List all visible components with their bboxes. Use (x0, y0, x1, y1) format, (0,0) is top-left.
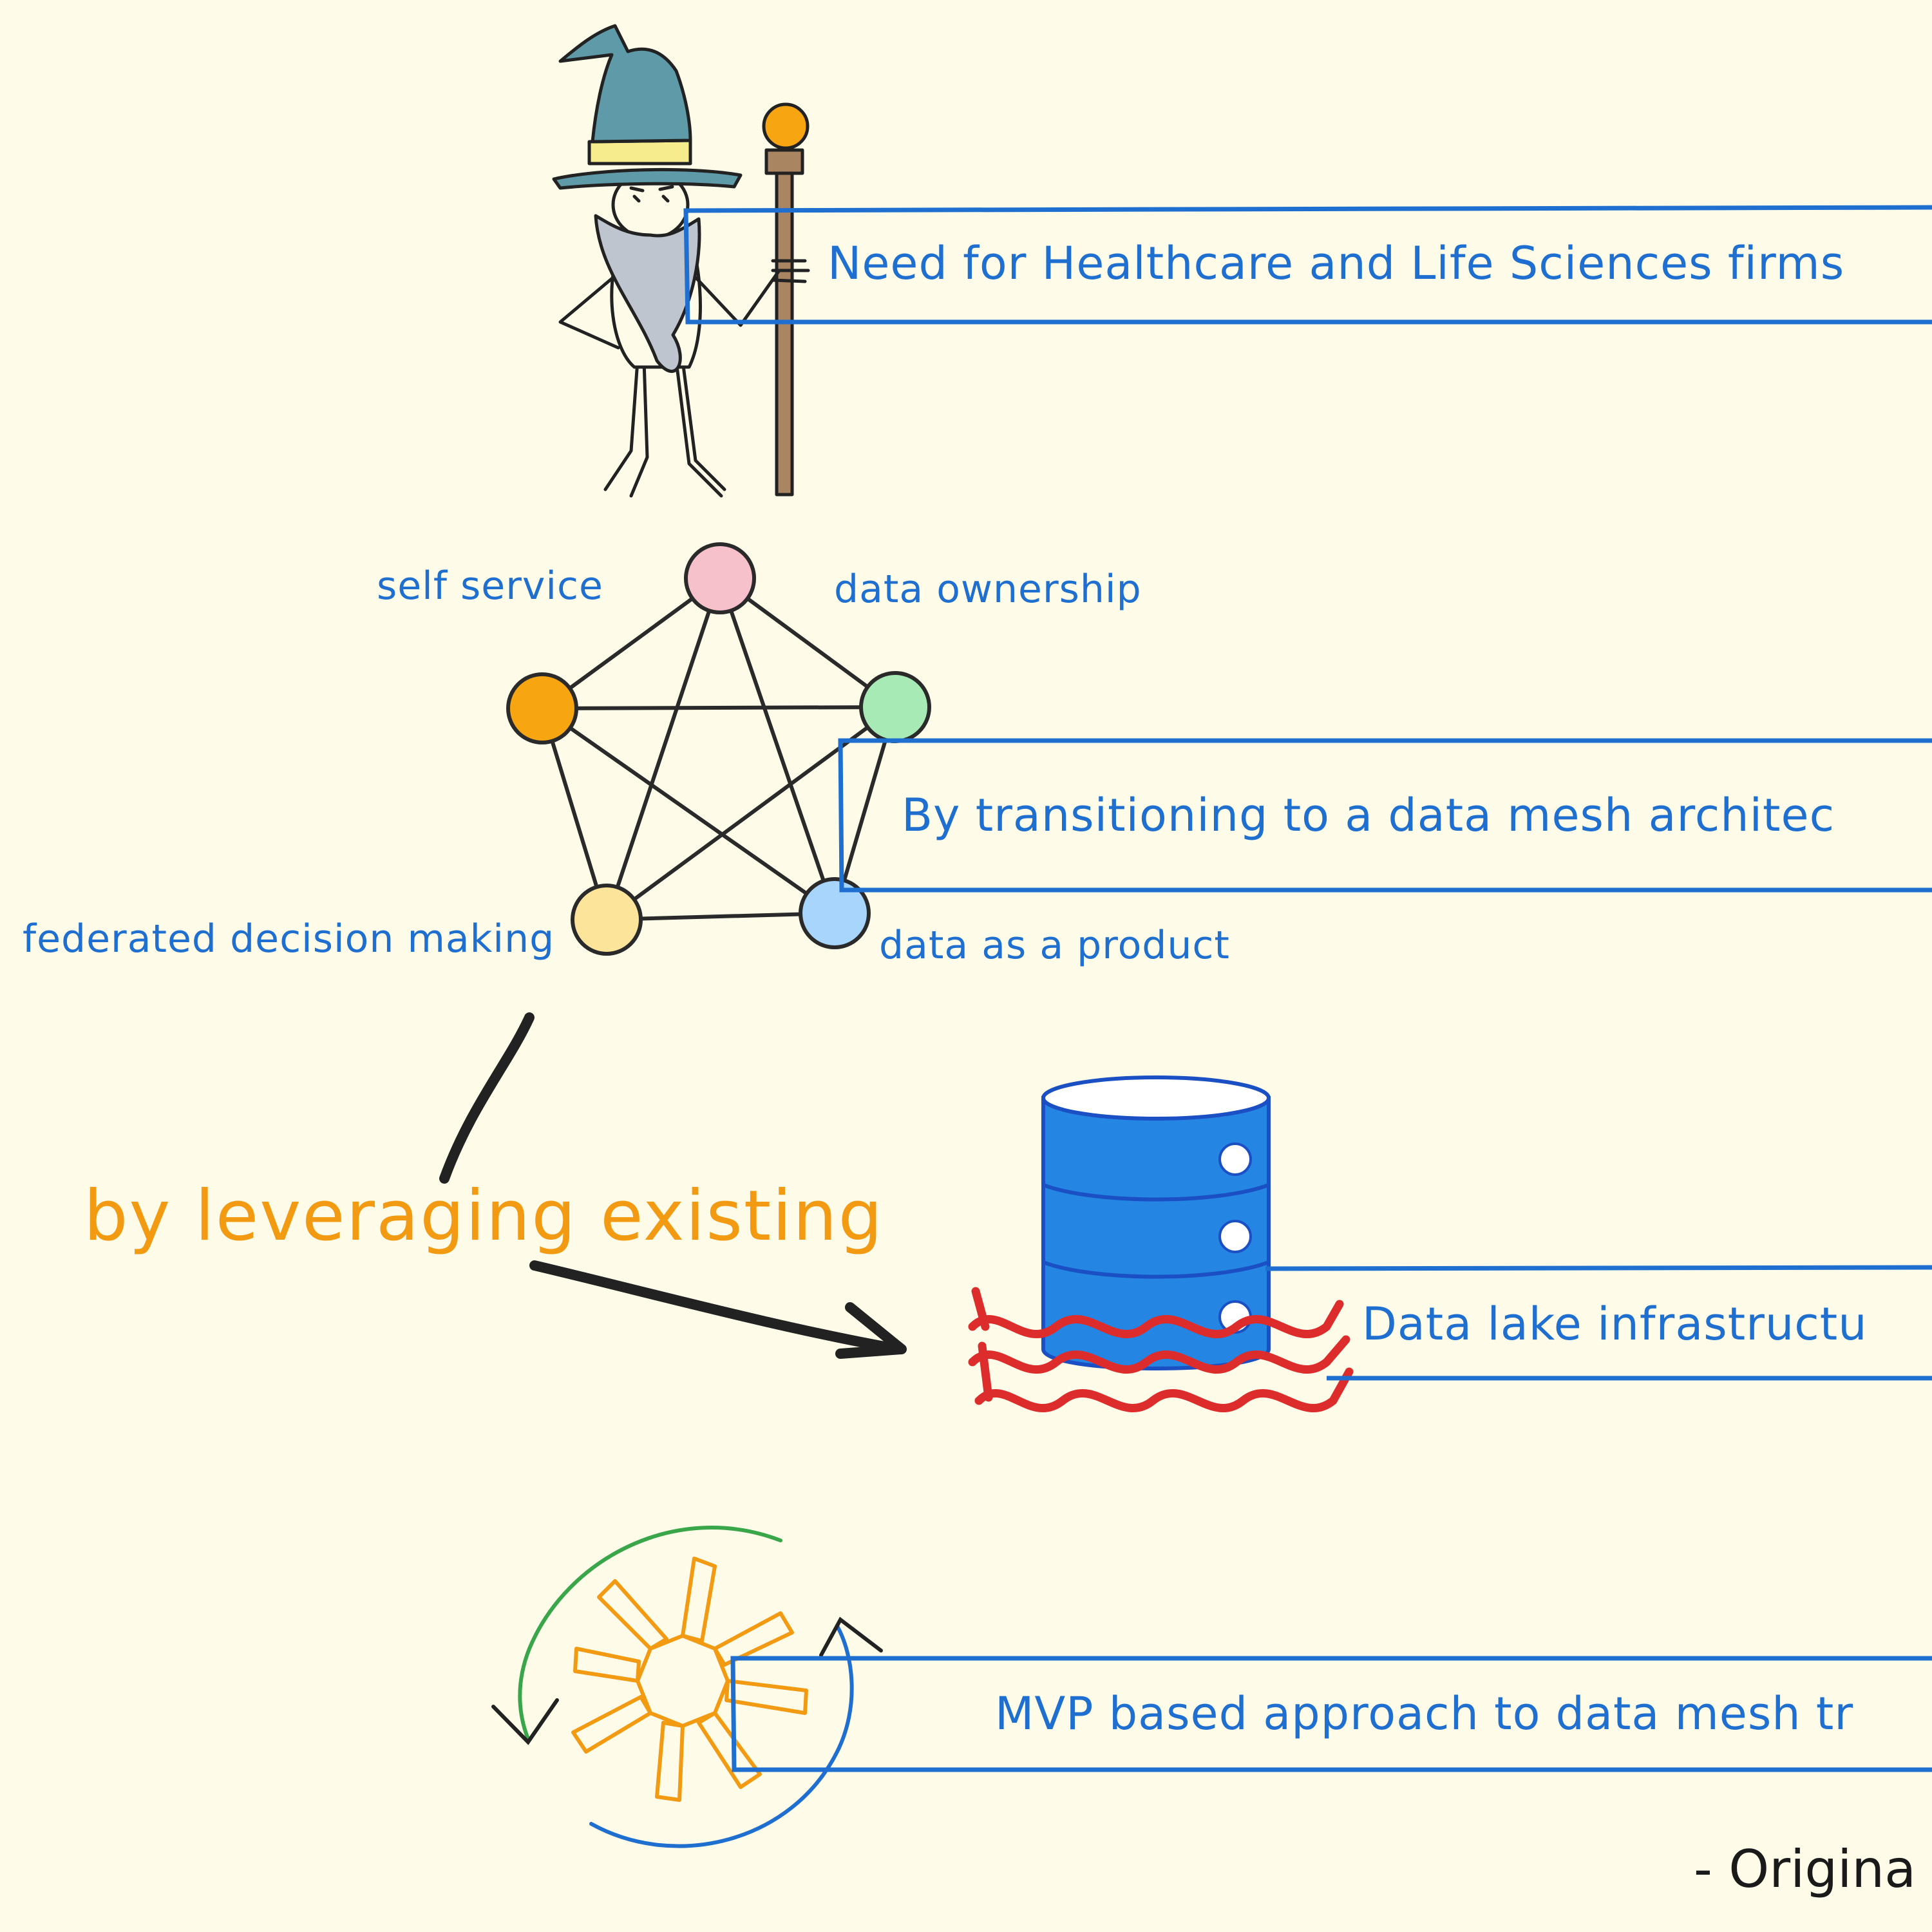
cycle-arc-blue (589, 1624, 854, 1848)
mesh-node-left (506, 672, 578, 744)
mesh-edges (540, 576, 897, 922)
database-ring (1042, 1260, 1270, 1279)
callout-need-frame (683, 205, 1932, 325)
sprocket-blade (681, 1557, 717, 1643)
wizard-arm-right (687, 269, 781, 327)
mesh-node-top (684, 542, 756, 614)
wizard-hat-brim (552, 167, 743, 190)
wizard-legs (603, 359, 726, 498)
wizard-hat-band (587, 138, 692, 166)
credit-text: - Origina (1694, 1839, 1916, 1899)
callout-datalake: Data lake infrastructu (1265, 1265, 1932, 1381)
sprocket-icon (571, 1557, 808, 1802)
sprocket-blade (597, 1579, 668, 1651)
mesh-edge (540, 706, 837, 915)
callout-datalake-text: Data lake infrastructu (1362, 1298, 1868, 1350)
sprocket-blade (724, 1679, 808, 1715)
sprocket-blade (655, 1721, 685, 1802)
database-ring (1042, 1183, 1270, 1202)
wizard-arm-left (558, 269, 623, 350)
sprocket-blade (571, 1695, 652, 1754)
sprocket-blade (713, 1611, 794, 1667)
sprocket-blade (697, 1711, 762, 1789)
leverage-label: by leveraging existing (84, 1176, 884, 1256)
callout-need-text: Need for Healthcare and Life Sciences fi… (828, 237, 1844, 290)
wizard-beard (594, 214, 701, 373)
mesh-node-bottom-left (571, 884, 643, 956)
database-light (1218, 1142, 1252, 1176)
staff-cap (764, 148, 804, 175)
staff-pole (775, 164, 794, 497)
data-mesh-diagram: self service data ownership federated de… (23, 542, 1230, 968)
mvp-cycle-icon (491, 1526, 883, 1848)
database-light (1218, 1220, 1252, 1253)
arrow-head-icon (835, 1302, 907, 1359)
database-top (1041, 1075, 1271, 1121)
callout-mvp-frame (730, 1656, 1932, 1772)
arrow-to-datalake (529, 1260, 904, 1354)
callout-mvp: MVP based approach to data mesh tr (730, 1656, 1932, 1772)
wave-line (971, 1287, 993, 1402)
label-data-ownership: data ownership (834, 567, 1142, 612)
cycle-arrow-head (491, 1698, 559, 1745)
callout-need: Need for Healthcare and Life Sciences fi… (683, 205, 1932, 325)
callout-datalake-frame (1265, 1265, 1932, 1381)
callout-mvp-text: MVP based approach to data mesh tr (995, 1687, 1853, 1740)
sprocket-blade (573, 1647, 641, 1683)
wizard-eyes (629, 185, 674, 203)
database-icon (1041, 1075, 1271, 1370)
wave-line (968, 1335, 1350, 1374)
staff-orb (762, 102, 810, 150)
callout-transition: By transitioning to a data mesh architec (838, 738, 1932, 893)
mesh-edge (718, 576, 897, 709)
wizard-hat-cone (558, 24, 692, 144)
lake-waves (968, 1287, 1354, 1413)
wizard-hand (771, 259, 810, 283)
label-data-as-a-product: data as a product (879, 923, 1230, 968)
mesh-edge (605, 576, 722, 922)
callout-transition-text: By transitioning to a data mesh architec (902, 789, 1835, 842)
leverage-arrows (439, 1012, 907, 1359)
label-self-service: self service (377, 564, 603, 609)
mesh-edge (540, 706, 609, 922)
mesh-node-bottom-right (799, 877, 871, 949)
mesh-edge (718, 576, 837, 915)
wave-line (968, 1300, 1344, 1339)
mesh-edge (540, 705, 897, 710)
cycle-arrow-head (819, 1616, 883, 1657)
mesh-node-right (859, 671, 931, 743)
wizard-icon (552, 24, 810, 498)
mesh-nodes (506, 542, 931, 956)
wave-line (974, 1367, 1354, 1413)
mesh-edge (540, 576, 722, 710)
cycle-arc-green (518, 1526, 782, 1741)
label-federated-decision-making: federated decision making (23, 916, 554, 961)
mesh-edge (605, 911, 837, 922)
callout-transition-frame (838, 738, 1932, 893)
connector-line (439, 1012, 535, 1184)
